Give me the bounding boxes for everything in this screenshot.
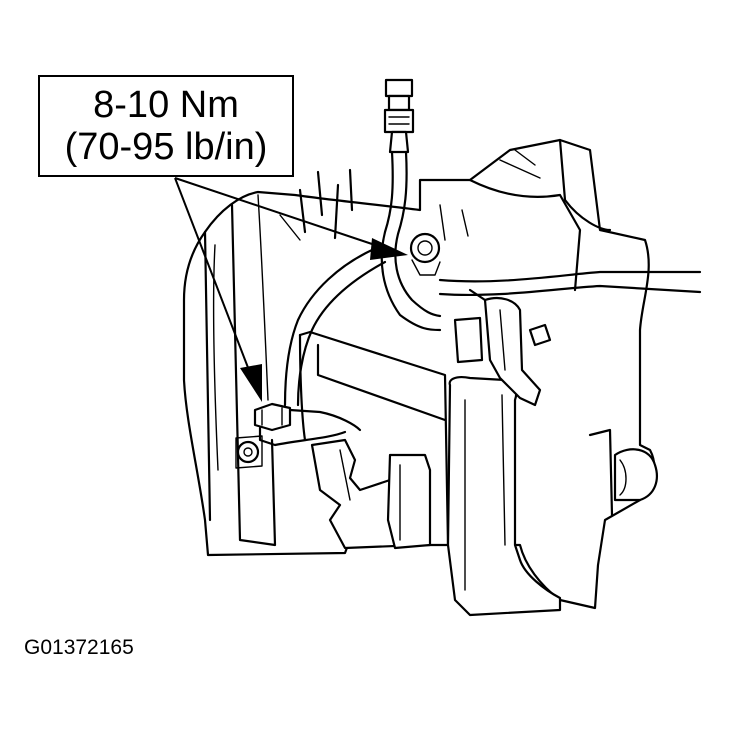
torque-callout-box: 8-10 Nm (70-95 lb/in): [38, 75, 294, 177]
output-shaft: [588, 428, 658, 517]
line-bracket-bolt: [235, 402, 362, 469]
figure-id-label: G01372165: [24, 636, 134, 659]
torque-imperial-label: (70-95 lb/in): [64, 126, 268, 168]
callout-leaders: [174, 177, 408, 402]
torque-metric-label: 8-10 Nm: [93, 84, 239, 126]
cable: [438, 270, 702, 297]
cooler-line-lower: [283, 248, 387, 407]
cooler-fitting-bolt: [409, 232, 441, 276]
cooler-line-upper: [380, 78, 442, 332]
arrowhead-upper: [370, 238, 408, 260]
mounting-bracket: [386, 376, 562, 617]
arrowhead-lower: [240, 364, 262, 402]
